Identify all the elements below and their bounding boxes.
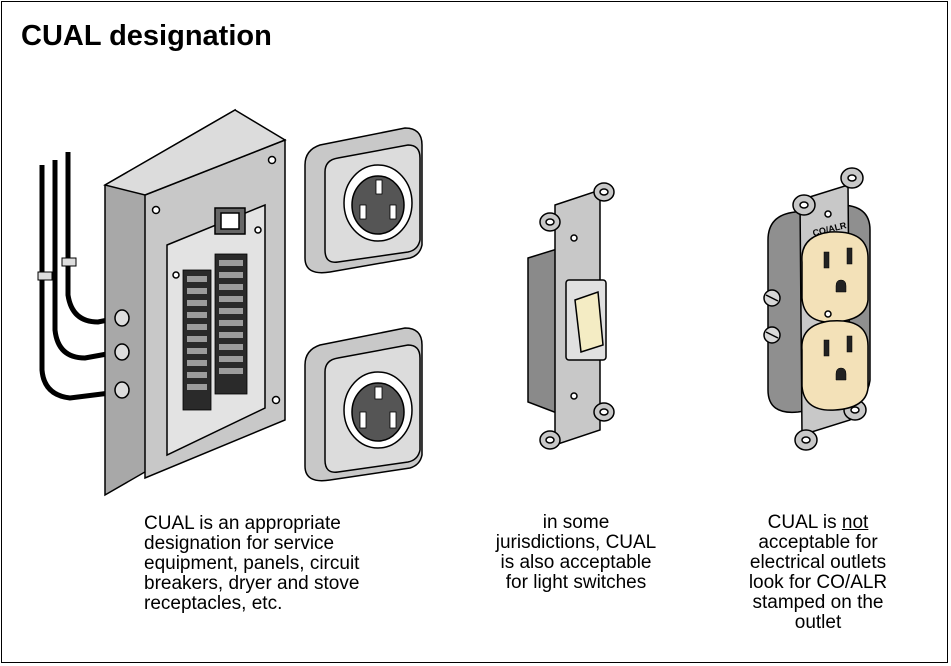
panel-caption: CUAL is an appropriate designation for s… bbox=[144, 513, 360, 614]
outlet-caption-rest: acceptable for electrical outlets look f… bbox=[748, 532, 888, 633]
dryer-receptacle-icon bbox=[304, 127, 423, 274]
page-title: CUAL designation bbox=[21, 20, 272, 52]
outlet-caption: CUAL is not acceptable for electrical ou… bbox=[718, 513, 918, 633]
stove-receptacle-icon bbox=[304, 327, 423, 482]
duplex-outlet-icon: CO/ALR bbox=[763, 167, 871, 451]
switch-caption: in some jurisdictions, CUAL is also acce… bbox=[495, 512, 657, 593]
service-panel-icon bbox=[37, 108, 287, 497]
light-switch-icon bbox=[527, 182, 615, 450]
outlet-caption-not: not bbox=[841, 512, 869, 533]
outlet-caption-lead: CUAL is bbox=[767, 512, 842, 533]
